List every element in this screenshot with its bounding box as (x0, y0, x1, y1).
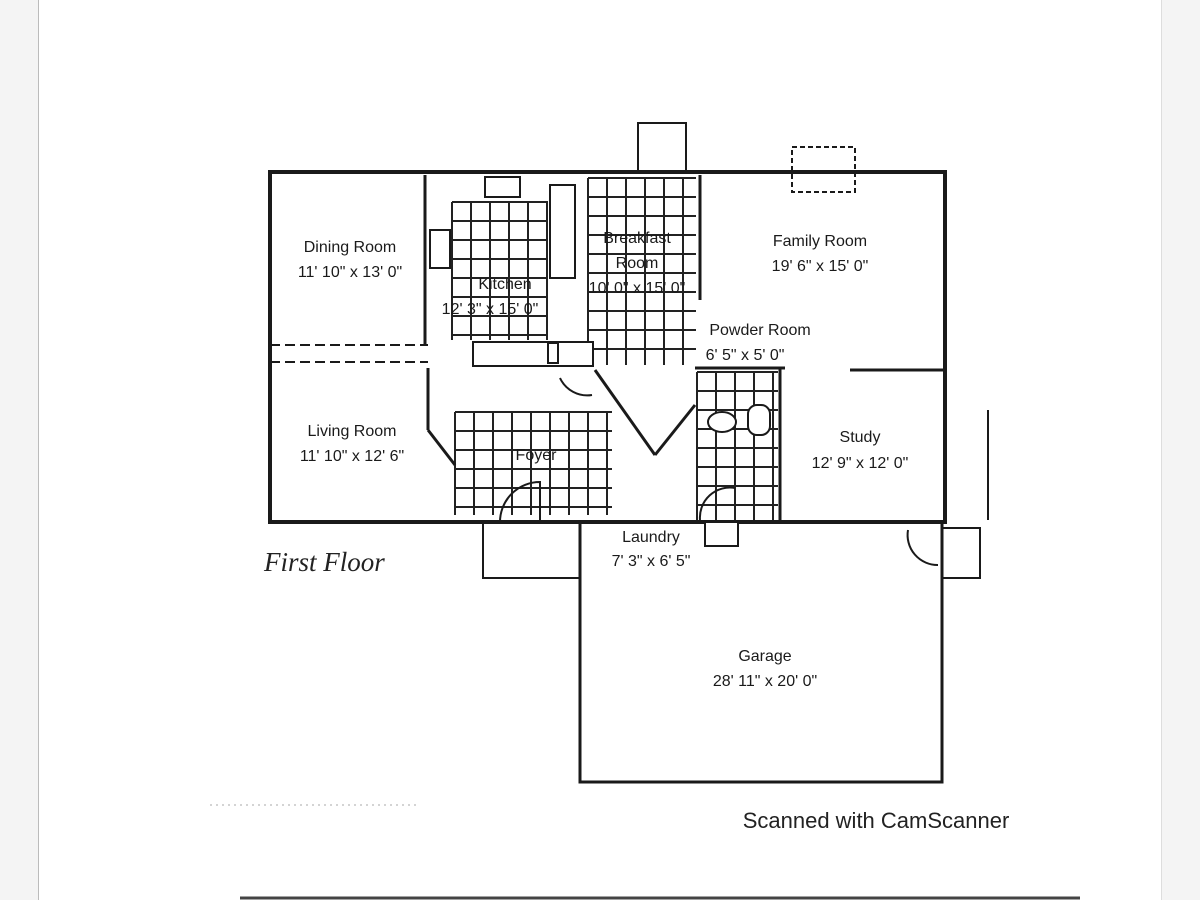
living-room-size: 11' 10" x 12' 6" (300, 448, 404, 465)
scan-right-margin (1161, 0, 1200, 900)
chimney (637, 122, 687, 173)
scan-left-margin (0, 0, 39, 900)
breakfast-room-label-2: Room (616, 255, 659, 272)
laundry-label: Laundry (622, 529, 680, 546)
study-label: Study (840, 429, 881, 446)
pantry (549, 184, 576, 279)
garage-size: 28' 11" x 20' 0" (713, 673, 817, 690)
kitchen-size: 12' 3" x 15' 0" (442, 301, 539, 318)
side-door-landing (941, 527, 981, 579)
porch (482, 521, 581, 579)
walls (268, 122, 989, 784)
breakfast-room-size: 10' 0" x 15' 0" (589, 280, 686, 297)
floor-title: First Floor (263, 547, 385, 577)
laundry-size: 7' 3" x 6' 5" (612, 553, 691, 570)
fireplace (791, 146, 856, 193)
powder-room-label: Powder Room (709, 322, 810, 339)
powder-sink (707, 411, 737, 433)
kitchen-label: Kitchen (478, 276, 531, 293)
family-room-size: 19' 6" x 15' 0" (772, 258, 869, 275)
foyer-label: Foyer (516, 447, 558, 464)
garage-wall (578, 520, 944, 784)
breakfast-room-label: Breakfast (603, 230, 671, 247)
tile-grid (451, 177, 778, 520)
dining-room-size: 11' 10" x 13' 0" (298, 264, 402, 281)
family-room-label: Family Room (773, 233, 867, 250)
dining-room-label: Dining Room (304, 239, 396, 256)
toilet (747, 404, 771, 436)
garage-label: Garage (738, 648, 791, 665)
study-size: 12' 9" x 12' 0" (812, 455, 909, 472)
camscanner-watermark: Scanned with CamScanner (743, 808, 1010, 833)
powder-room-size: 6' 5" x 5' 0" (706, 347, 785, 364)
cooktop (429, 229, 451, 269)
kitchen-sink (484, 176, 521, 198)
living-room-label: Living Room (308, 423, 397, 440)
